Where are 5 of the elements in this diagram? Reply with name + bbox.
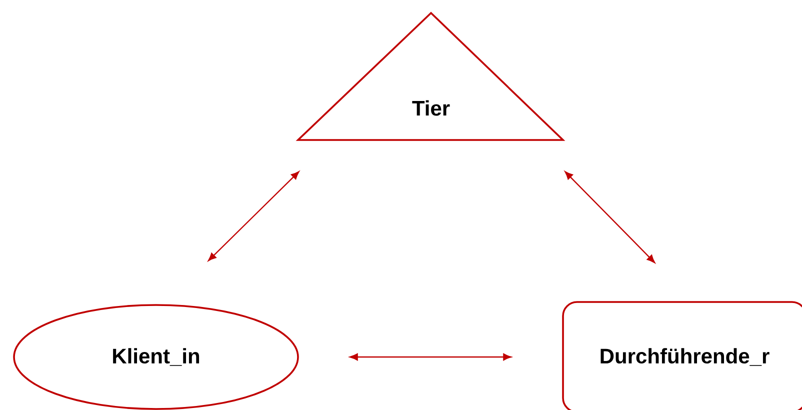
arrow — [350, 353, 512, 361]
ellipse-node: Klient_in — [13, 304, 299, 410]
rounded-box: Durchführende_r — [562, 301, 802, 410]
arrow — [208, 171, 300, 262]
arrow — [564, 171, 656, 264]
